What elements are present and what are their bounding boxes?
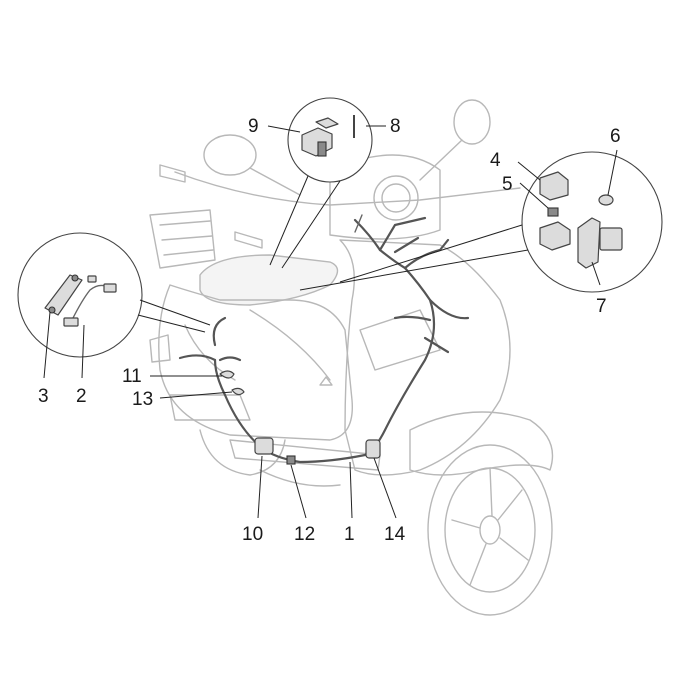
right-mirror-outline	[453, 99, 491, 145]
callout-14: 14	[384, 524, 406, 545]
main-wiring-harness	[178, 214, 470, 465]
callout-12: 12	[294, 524, 315, 545]
callout-3: 3	[38, 386, 49, 407]
fuse-cover-part-4	[539, 171, 569, 201]
callout-1: 1	[344, 524, 355, 545]
callout-10: 10	[242, 524, 263, 545]
left-mirror-outline	[203, 134, 257, 176]
clamp-13	[231, 387, 245, 396]
clamp-11	[219, 370, 235, 379]
fuse-part-5	[547, 207, 559, 217]
callout-8: 8	[390, 116, 401, 137]
detail-bubble-top	[269, 97, 373, 269]
cable-connector-b	[103, 283, 117, 293]
callout-13: 13	[132, 389, 153, 410]
callout-2: 2	[76, 386, 87, 407]
connector-block-10	[254, 437, 274, 455]
callout-9: 9	[248, 116, 259, 137]
callout-11: 11	[122, 366, 142, 387]
cap-part-6	[598, 194, 614, 206]
callout-6: 6	[610, 126, 621, 147]
callout-5: 5	[502, 174, 513, 195]
connector-block-14	[365, 439, 381, 459]
cable-tie-12	[286, 455, 296, 465]
callout-4: 4	[490, 150, 501, 171]
holder-part-7	[577, 217, 601, 269]
callout-leaders	[43, 125, 618, 519]
detail-bubble-left	[17, 232, 211, 358]
callout-labels: 1 2 3 4 5 6 7 8 9 10 11 12 13 14	[38, 116, 621, 545]
cable-connector-a	[63, 317, 79, 327]
detail-bubble-right	[299, 151, 663, 293]
callout-7: 7	[596, 296, 607, 317]
